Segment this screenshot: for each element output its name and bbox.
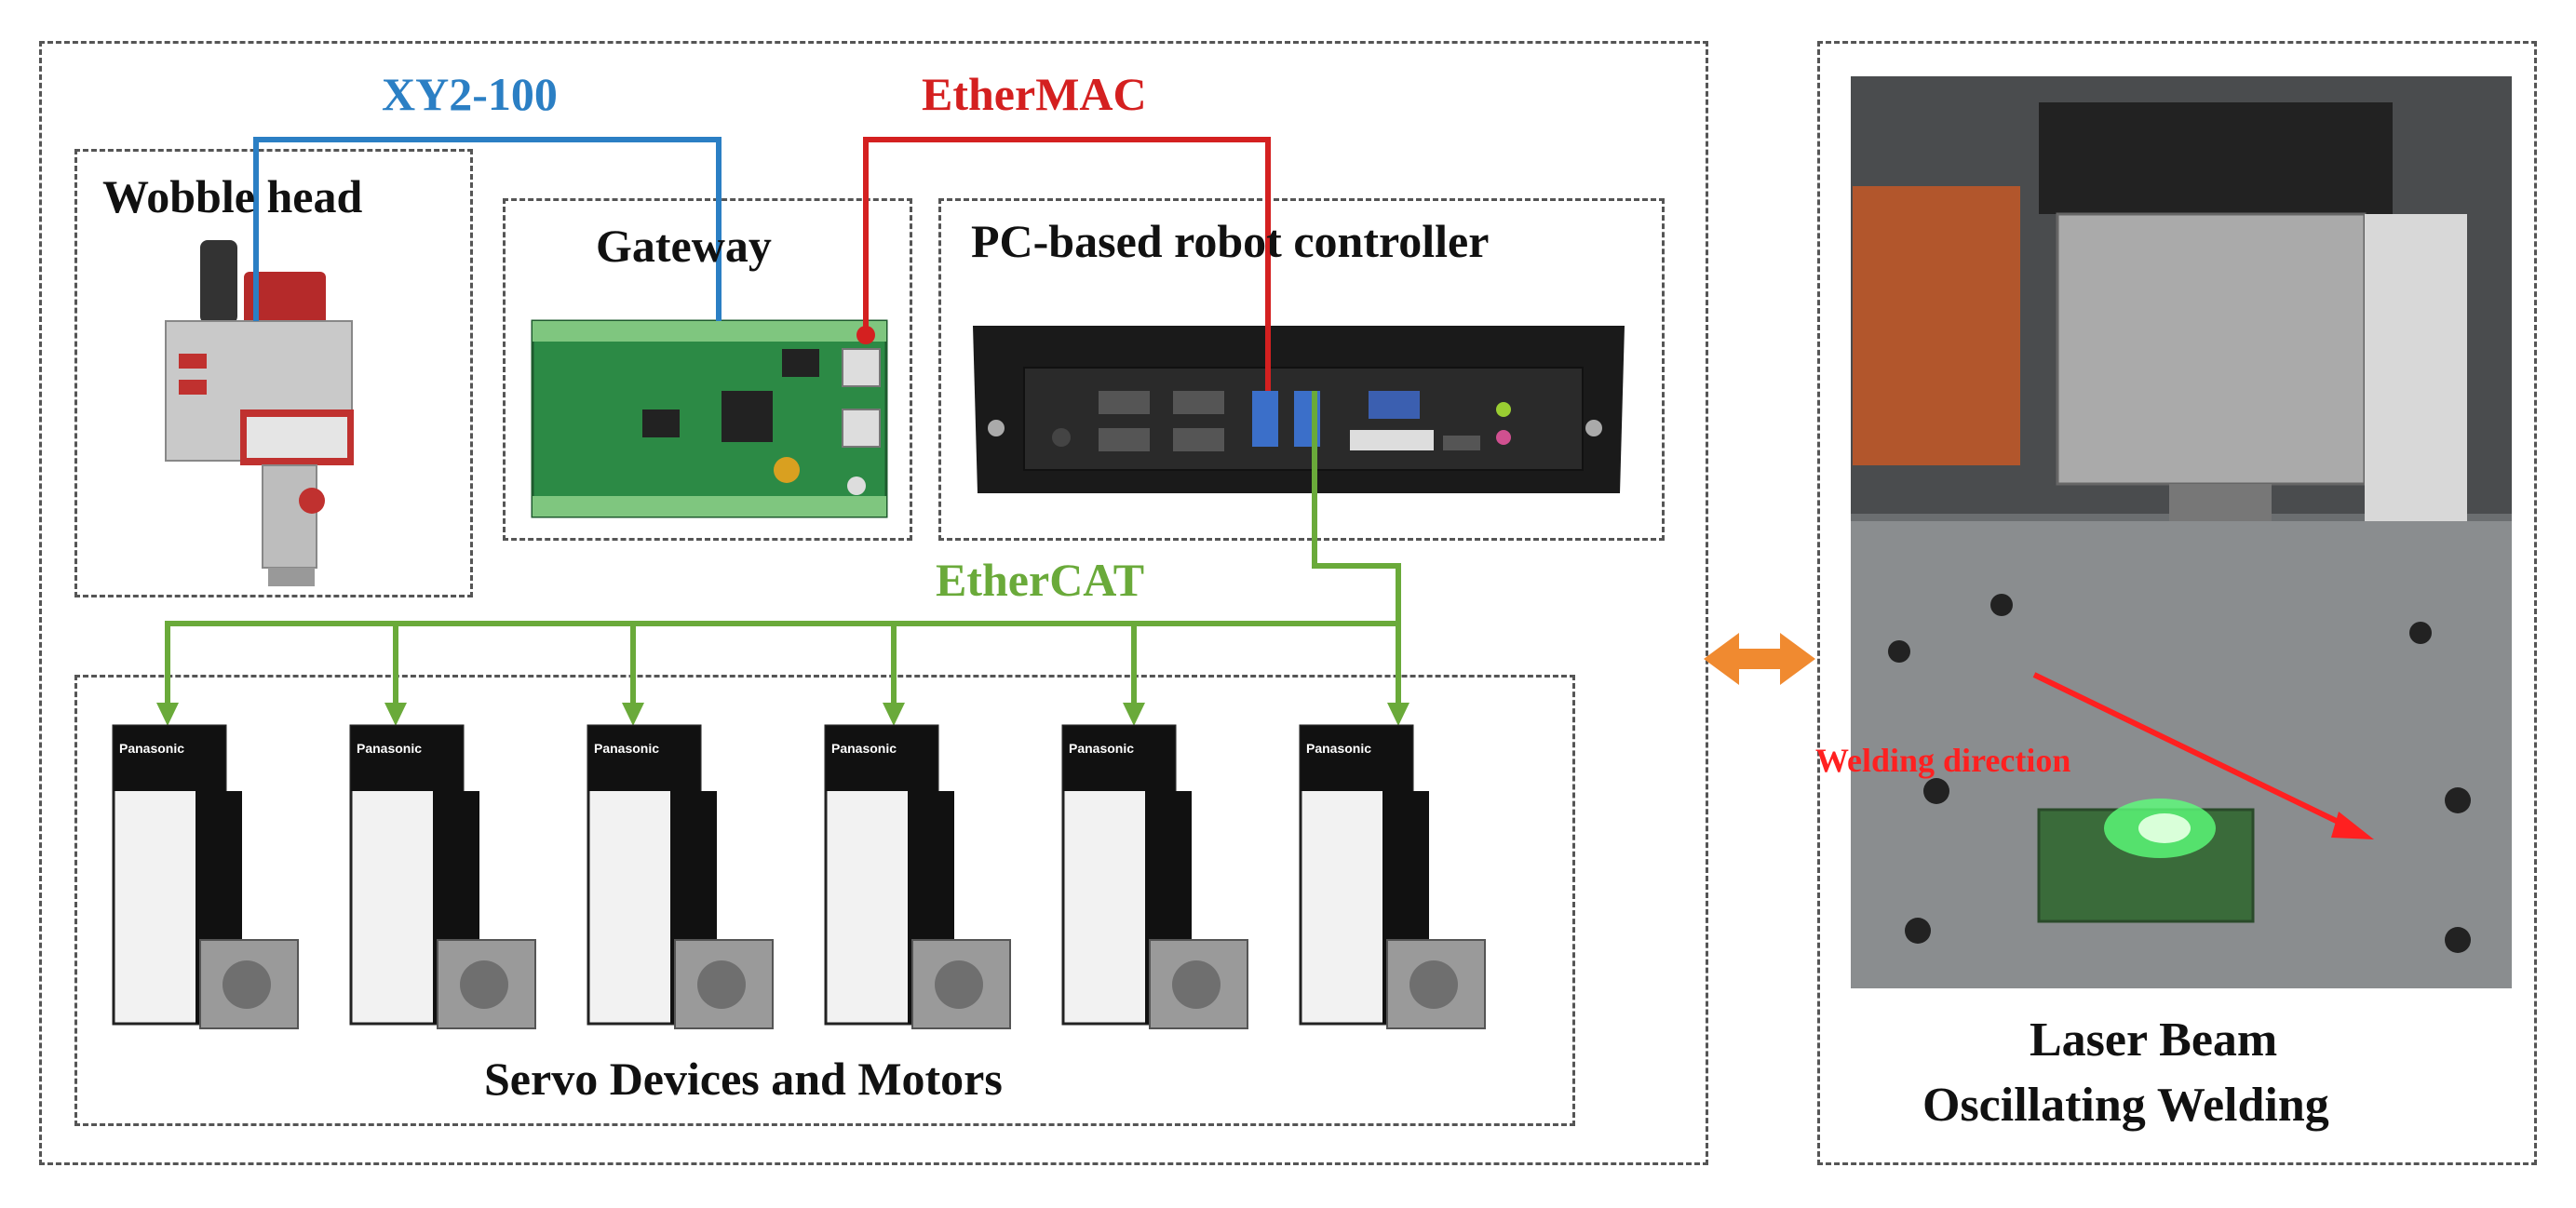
servo-drive-1: [112, 724, 299, 1029]
controller-image: [973, 326, 1625, 493]
ethercat-bus-label: EtherCAT: [936, 554, 1145, 606]
photo-caption-line1: Laser Beam: [2030, 1013, 2278, 1067]
servo-brand-2: Panasonic: [357, 741, 423, 756]
ethercat-bus-line: [165, 391, 1401, 707]
servo-brand-4: Panasonic: [831, 741, 897, 756]
ethermac-bus-label: EtherMAC: [922, 68, 1147, 120]
servo-box: [74, 675, 1575, 1126]
servo-drive-2: [349, 724, 536, 1029]
servo-brand-5: Panasonic: [1069, 741, 1135, 756]
servo-drive-4: [824, 724, 1011, 1029]
servo-label: Servo Devices and Motors: [484, 1053, 1003, 1105]
gateway-label: Gateway: [596, 220, 772, 272]
xy2-bus-line: [253, 137, 722, 321]
photo-frame: [1817, 41, 2537, 1165]
photo-caption-line2: Oscillating Welding: [1922, 1079, 2329, 1132]
system-frame: [39, 41, 1708, 1165]
xy2-bus-label: XY2-100: [382, 68, 558, 120]
ethermac-bus-line: [863, 137, 1271, 391]
servo-drive-6: [1299, 724, 1486, 1029]
gateway-image: [531, 319, 888, 518]
servo-brand-3: Panasonic: [594, 741, 660, 756]
welding-direction-label: Welding direction: [1815, 742, 2071, 779]
wobble-head-label: Wobble head: [102, 170, 363, 222]
bidirectional-arrow: [1704, 633, 1815, 685]
servo-brand-6: Panasonic: [1306, 741, 1372, 756]
servo-brand-1: Panasonic: [119, 741, 185, 756]
gateway-box: [503, 198, 912, 541]
servo-drive-5: [1061, 724, 1248, 1029]
wobble-head-box: [74, 149, 473, 597]
controller-label: PC-based robot controller: [971, 215, 1490, 267]
controller-box: [938, 198, 1665, 541]
wobble-head-image: [165, 240, 354, 586]
welding-photo: [1851, 76, 2512, 988]
servo-drive-3: [587, 724, 774, 1029]
